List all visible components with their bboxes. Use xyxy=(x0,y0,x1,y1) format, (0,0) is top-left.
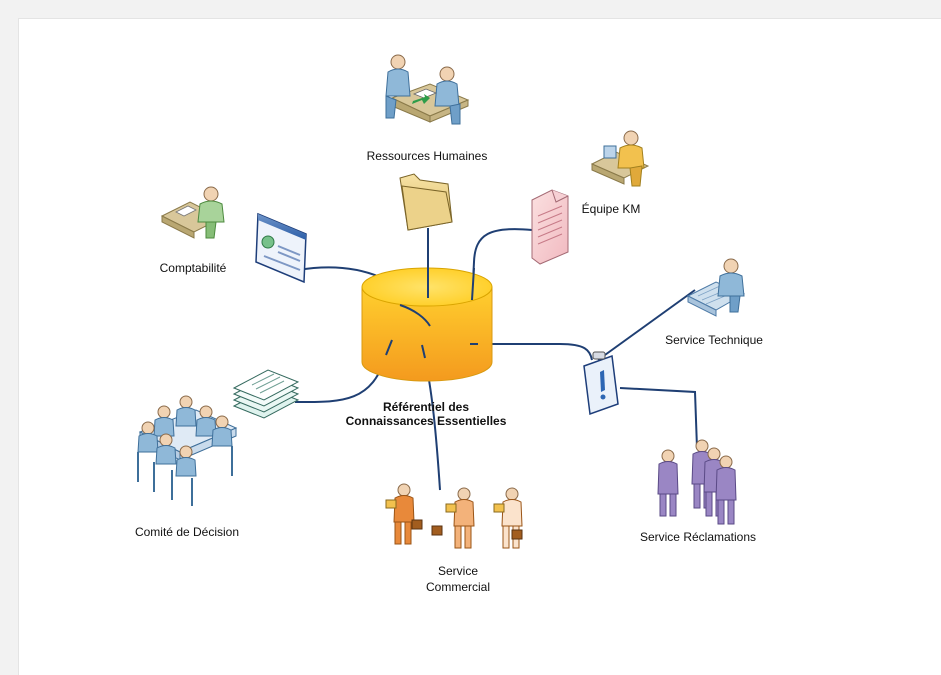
folder-icon xyxy=(399,173,453,231)
connector-tech xyxy=(597,289,696,361)
label-service-technique: Service Technique xyxy=(665,333,763,347)
technical-person-drafting-icon xyxy=(686,258,746,317)
hr-people-icon xyxy=(385,54,470,125)
connector-clipboard xyxy=(478,343,593,361)
web-page-icon xyxy=(255,212,307,284)
label-comite-de-decision: Comité de Décision xyxy=(135,525,239,539)
label-ressources-humaines: Ressources Humaines xyxy=(367,149,488,163)
center-label-line1: Référentiel des xyxy=(383,400,469,414)
decision-committee-meeting-icon xyxy=(137,395,238,506)
clipboard-icon xyxy=(583,351,619,416)
km-person-computer-icon xyxy=(590,130,650,187)
label-comptabilite: Comptabilité xyxy=(160,261,227,275)
connectors xyxy=(294,228,698,491)
connector-document xyxy=(471,228,533,301)
sales-people-icon xyxy=(385,483,523,549)
label-service-reclamations: Service Réclamations xyxy=(640,530,756,544)
accounting-person-desk-icon xyxy=(160,186,225,239)
stacked-papers-icon xyxy=(232,369,300,419)
label-service-commercial-line1: Service xyxy=(438,564,478,578)
complaints-group-icon xyxy=(657,439,737,525)
label-equipe-km: Équipe KM xyxy=(582,201,641,216)
center-label-line2: Connaissances Essentielles xyxy=(346,414,507,428)
label-service-commercial-line2: Commercial xyxy=(426,580,490,594)
document-icon xyxy=(531,189,569,265)
connector-reclamations xyxy=(619,387,698,449)
